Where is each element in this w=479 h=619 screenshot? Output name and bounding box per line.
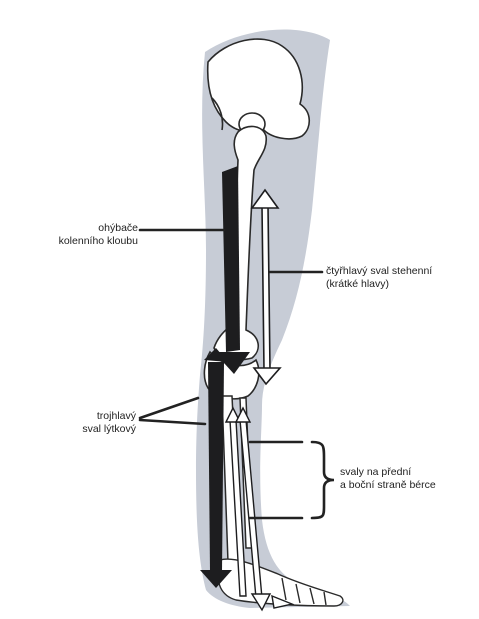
label-shin-muscles: svaly na přední a boční straně bérce bbox=[340, 466, 436, 492]
label-triceps-surae-line1: trojhlavý bbox=[20, 410, 136, 423]
label-shin-muscles-line2: a boční straně bérce bbox=[340, 479, 436, 492]
label-quadriceps-line2: (krátké hlavy) bbox=[326, 278, 432, 291]
label-hamstrings-line2: kolenního kloubu bbox=[20, 235, 138, 248]
label-quadriceps-line1: čtyřhlavý sval stehenní bbox=[326, 265, 432, 278]
label-triceps-surae: trojhlavý sval lýtkový bbox=[20, 410, 136, 436]
label-hamstrings-line1: ohýbače bbox=[20, 222, 138, 235]
shin-brace bbox=[312, 442, 334, 518]
label-hamstrings: ohýbače kolenního kloubu bbox=[20, 222, 138, 248]
label-shin-muscles-line1: svaly na přední bbox=[340, 466, 436, 479]
triceps-leader-line-lower bbox=[140, 420, 205, 424]
triceps-leader-line-upper bbox=[140, 398, 198, 418]
label-quadriceps: čtyřhlavý sval stehenní (krátké hlavy) bbox=[326, 265, 432, 291]
label-triceps-surae-line2: sval lýtkový bbox=[20, 423, 136, 436]
